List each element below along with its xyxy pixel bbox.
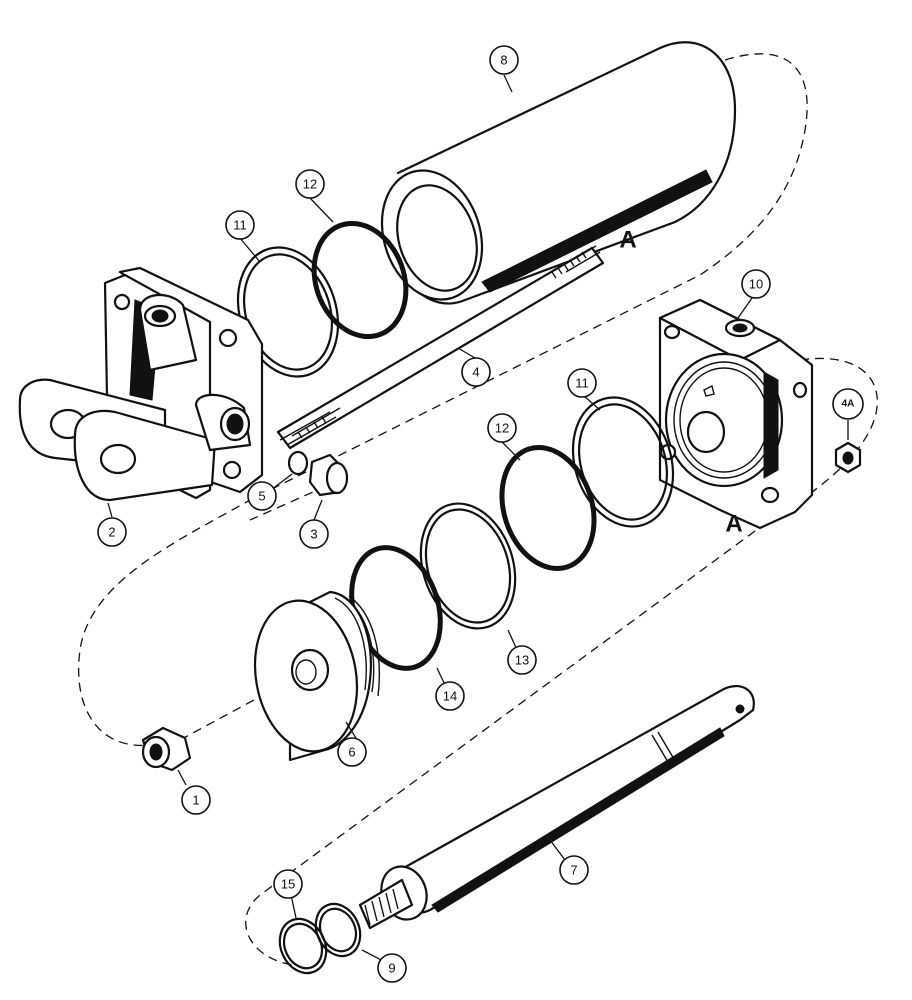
small-o-ring (287, 450, 309, 476)
callout-label: 9 (388, 961, 395, 976)
callout-11-upper: 11 (225, 210, 255, 240)
callout-15: 15 (273, 869, 303, 899)
callout-label: 1 (192, 793, 199, 808)
o-ring-upper (311, 220, 409, 340)
callout-6: 6 (337, 737, 367, 767)
head-end (658, 298, 814, 530)
callout-12-upper: 12 (295, 169, 325, 199)
callout-11-lower: 11 (567, 368, 597, 398)
nut-4a (834, 441, 862, 474)
callout-label: 14 (443, 689, 457, 704)
callout-10: 10 (741, 269, 771, 299)
callout-label: 8 (500, 53, 507, 68)
callout-14: 14 (435, 681, 465, 711)
callout-label: 5 (258, 489, 265, 504)
callout-12-lower: 12 (487, 413, 517, 443)
cap-end-clevis (18, 266, 264, 502)
plug (308, 453, 349, 497)
callout-4a: 4A (832, 388, 864, 420)
callout-8: 8 (489, 45, 519, 75)
callout-7: 7 (559, 855, 589, 885)
backup-ring-13 (419, 502, 517, 630)
callout-1: 1 (181, 785, 211, 815)
callout-2: 2 (97, 517, 127, 547)
tie-rod (276, 245, 605, 450)
callout-13: 13 (507, 645, 537, 675)
nut-1 (141, 726, 192, 772)
cylinder-barrel (380, 41, 737, 305)
callout-3: 3 (299, 519, 329, 549)
callout-label: 4 (472, 365, 479, 380)
ring-9 (314, 902, 362, 958)
o-ring-lower (499, 444, 597, 572)
callout-label: 11 (233, 218, 247, 233)
callout-label: 13 (515, 653, 529, 668)
piston (253, 590, 381, 762)
callout-label: 6 (348, 745, 355, 760)
callout-label: 2 (108, 525, 115, 540)
callout-label: 12 (303, 177, 317, 192)
callout-5: 5 (247, 481, 277, 511)
ring-15 (278, 917, 328, 975)
callout-label: 15 (281, 877, 295, 892)
callout-9: 9 (377, 953, 407, 983)
callout-label: 10 (749, 277, 763, 292)
reference-mark-a-head: A (725, 511, 742, 538)
callout-label: 3 (310, 527, 317, 542)
callout-label: 7 (570, 863, 577, 878)
callout-label: 12 (495, 421, 509, 436)
callout-4: 4 (461, 357, 491, 387)
callout-label: 11 (575, 376, 589, 391)
reference-mark-a-rod: A (619, 227, 636, 254)
piston-rod (358, 684, 755, 930)
callout-label: 4A (842, 399, 855, 410)
